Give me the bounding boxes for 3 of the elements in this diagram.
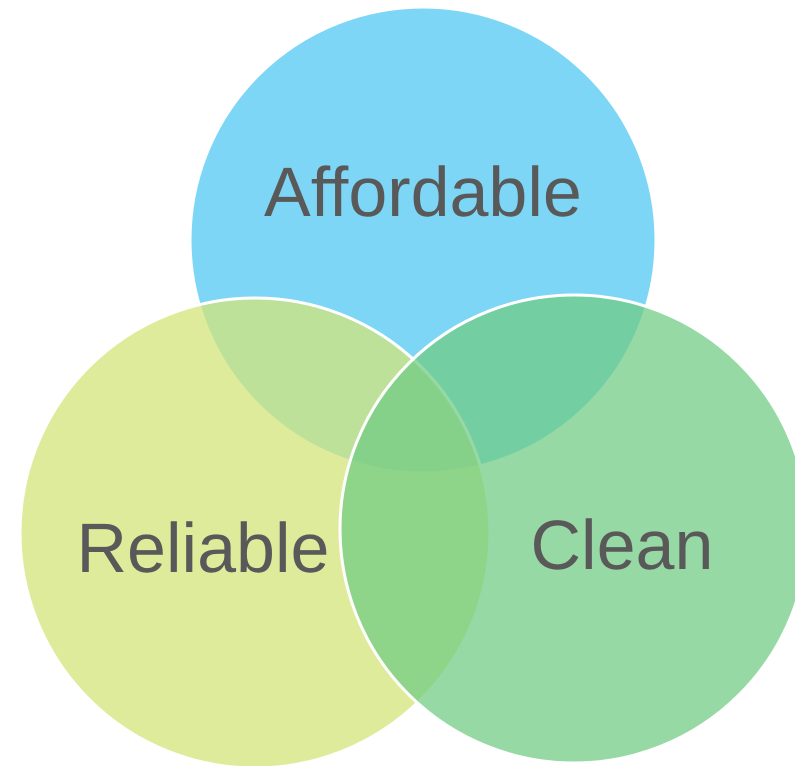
circle-label: Reliable	[76, 513, 330, 583]
circle-label: Clean	[530, 510, 714, 580]
circle-label: Affordable	[264, 157, 582, 227]
